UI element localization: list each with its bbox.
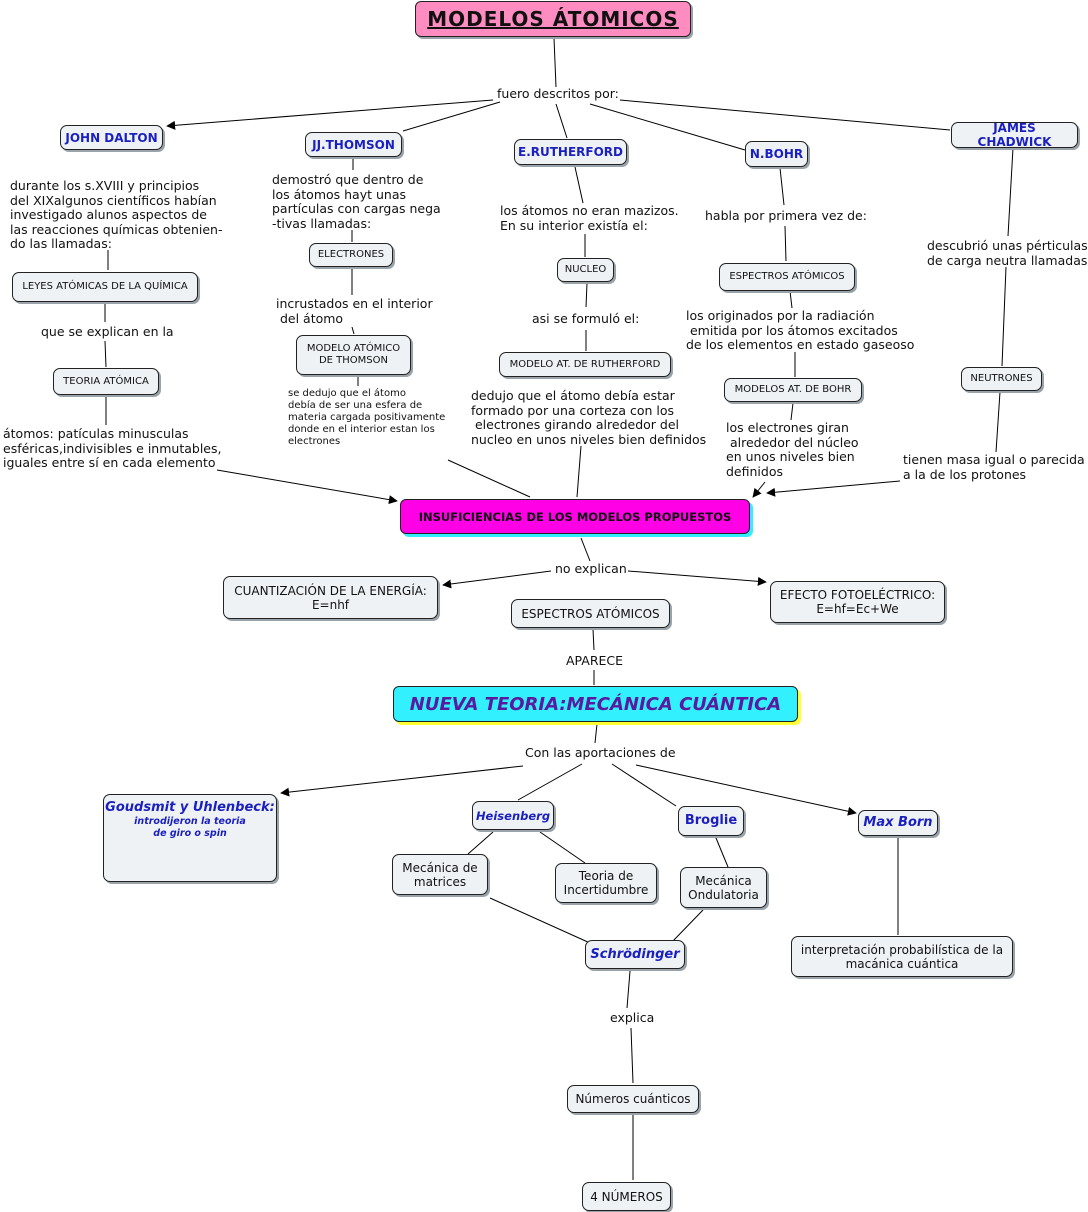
node-rutherford: E.RUTHERFORD [514, 139, 627, 165]
node-goudsmit: Goudsmit y Uhlenbeck: introdijeron la te… [103, 794, 277, 882]
node-numeros-cuanticos: Números cuánticos [567, 1085, 699, 1113]
node-neutrones: NEUTRONES [961, 367, 1042, 391]
node-modelos-bohr: MODELOS AT. DE BOHR [724, 378, 862, 402]
node-john-dalton: JOHN DALTON [60, 125, 163, 150]
goudsmit-desc: introdijeron la teoria de giro o spin [134, 816, 246, 839]
node-schrodinger: Schrödinger [585, 940, 685, 969]
node-efecto-fotoelectrico: EFECTO FOTOELÉCTRICO: E=hf=Ec+We [770, 581, 945, 623]
label-no-explican: no explican [555, 561, 627, 576]
node-mecanica-ondulatoria: Mecánica Ondulatoria [680, 867, 767, 908]
label-aparece: APARECE [566, 653, 624, 668]
node-interpretacion: interpretación probabilística de la macá… [791, 936, 1013, 977]
node-teoria-atomica: TEORIA ATÓMICA [53, 368, 159, 395]
node-cuantizacion: CUANTIZACIÓN DE LA ENERGÍA: E=nhf [223, 576, 438, 619]
label-electrones-giran: los electrones giran alrededor del núcle… [726, 420, 859, 479]
node-chadwick: JAMES CHADWICK [951, 121, 1078, 149]
label-dalton-desc: durante los s.XVIII y principios del XIX… [10, 178, 223, 251]
label-masa-igual: tienen masa igual o parecida a la de los… [903, 452, 1085, 482]
node-insuficiencias: INSUFICIENCIAS DE LOS MODELOS PROPUESTOS [400, 499, 750, 534]
node-modelo-rutherford: MODELO AT. DE RUTHERFORD [499, 352, 671, 377]
node-espectros-bohr: ESPECTROS ATÓMICOS [719, 263, 855, 291]
node-leyes-atomicas: LEYES ATÓMICAS DE LA QUÍMICA [12, 272, 198, 302]
label-thomson-dedujo: se dedujo que el átomo debía de ser una … [288, 388, 446, 447]
label-rutherford-dedujo: dedujo que el átomo debía estar formado … [471, 388, 707, 447]
node-electrones: ELECTRONES [309, 243, 393, 267]
node-incertidumbre: Teoria de Incertidumbre [555, 863, 657, 903]
label-bohr-desc: habla por primera vez de: [705, 208, 867, 223]
label-fuero-descritos: fuero descritos por: [497, 86, 619, 101]
label-explica: explica [610, 1010, 655, 1025]
label-chadwick-desc: descubrió unas pérticulas de carga neutr… [927, 238, 1088, 268]
node-max-born: Max Born [858, 810, 938, 836]
node-cuatro-numeros: 4 NÚMEROS [582, 1182, 671, 1211]
node-modelo-thomson: MODELO ATÓMICO DE THOMSON [296, 335, 411, 375]
label-incrustados: incrustados en el interior del átomo [276, 296, 433, 326]
node-mecanica-matrices: Mecánica de matrices [392, 854, 488, 895]
label-rutherford-desc: los átomos no eran mazizos. En su interi… [500, 203, 679, 233]
goudsmit-title: Goudsmit y Uhlenbeck: [105, 800, 275, 815]
node-broglie: Broglie [678, 806, 744, 836]
label-que-se-explican: que se explican en la [41, 324, 174, 339]
node-bohr: N.BOHR [745, 141, 808, 167]
node-jj-thomson: JJ.THOMSON [305, 132, 402, 157]
title-node: MODELOS ÁTOMICOS [415, 1, 691, 37]
label-thomson-desc: demostró que dentro de los átomos hayt u… [272, 172, 441, 231]
label-asi-formulo: asi se formuló el: [532, 311, 640, 326]
node-nucleo: NUCLEO [557, 258, 614, 282]
label-atomos-dalton: átomos: patículas minusculas esféricas,i… [3, 426, 222, 470]
node-heisenberg: Heisenberg [472, 801, 554, 830]
node-espectros-atomicos: ESPECTROS ATÓMICOS [511, 599, 670, 628]
label-originados: los originados por la radiación emitida … [686, 308, 915, 352]
node-nueva-teoria: NUEVA TEORIA:MECÁNICA CUÁNTICA [393, 686, 798, 722]
label-con-aportaciones: Con las aportaciones de [525, 745, 676, 760]
